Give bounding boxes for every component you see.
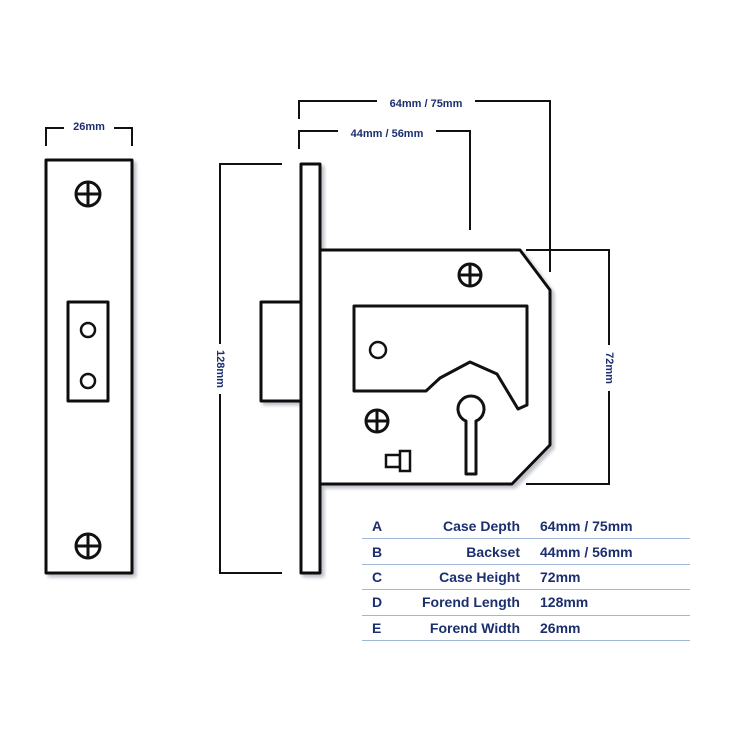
table-row: C Case Height 72mm [362, 564, 690, 591]
case-screw-top [457, 262, 483, 288]
spec-letter: A [362, 514, 404, 540]
lever-slot [352, 304, 529, 411]
spec-name: Backset [404, 538, 540, 565]
stop-pin [384, 449, 412, 473]
lever-pivot-hole [368, 340, 388, 360]
spec-value: 128mm [540, 589, 690, 616]
spec-name: Forend Width [404, 615, 540, 641]
spec-name: Case Depth [404, 514, 540, 540]
forend-screw-top [74, 180, 102, 208]
spec-value: 26mm [540, 615, 690, 641]
spec-letter: E [362, 615, 404, 641]
spec-letter: D [362, 589, 404, 616]
spec-value: 64mm / 75mm [540, 514, 690, 540]
spec-letter: B [362, 538, 404, 565]
bolt-hole-upper [79, 321, 97, 339]
case-height-label: 72mm [603, 352, 615, 384]
spec-table: A Case Depth 64mm / 75mm B Backset 44mm … [362, 514, 690, 641]
forend-length-label: 128mm [214, 350, 226, 388]
forend-width-label: 26mm [73, 121, 105, 133]
backset-bracket [298, 130, 471, 230]
spec-name: Forend Length [404, 589, 540, 616]
keyhole [456, 394, 486, 476]
forend-screw-bottom [74, 532, 102, 560]
table-row: A Case Depth 64mm / 75mm [362, 514, 690, 540]
forend-front-view [44, 158, 134, 575]
bolt-hole-lower [79, 372, 97, 390]
spec-name: Case Height [404, 564, 540, 591]
table-row: B Backset 44mm / 56mm [362, 538, 690, 565]
table-row: D Forend Length 128mm [362, 589, 690, 616]
spec-value: 44mm / 56mm [540, 538, 690, 565]
spec-value: 72mm [540, 564, 690, 591]
table-row: E Forend Width 26mm [362, 615, 690, 641]
spec-letter: C [362, 564, 404, 591]
backset-label: 44mm / 56mm [351, 128, 424, 140]
case-screw-bottom [364, 408, 390, 434]
case-depth-label: 64mm / 75mm [390, 98, 463, 110]
